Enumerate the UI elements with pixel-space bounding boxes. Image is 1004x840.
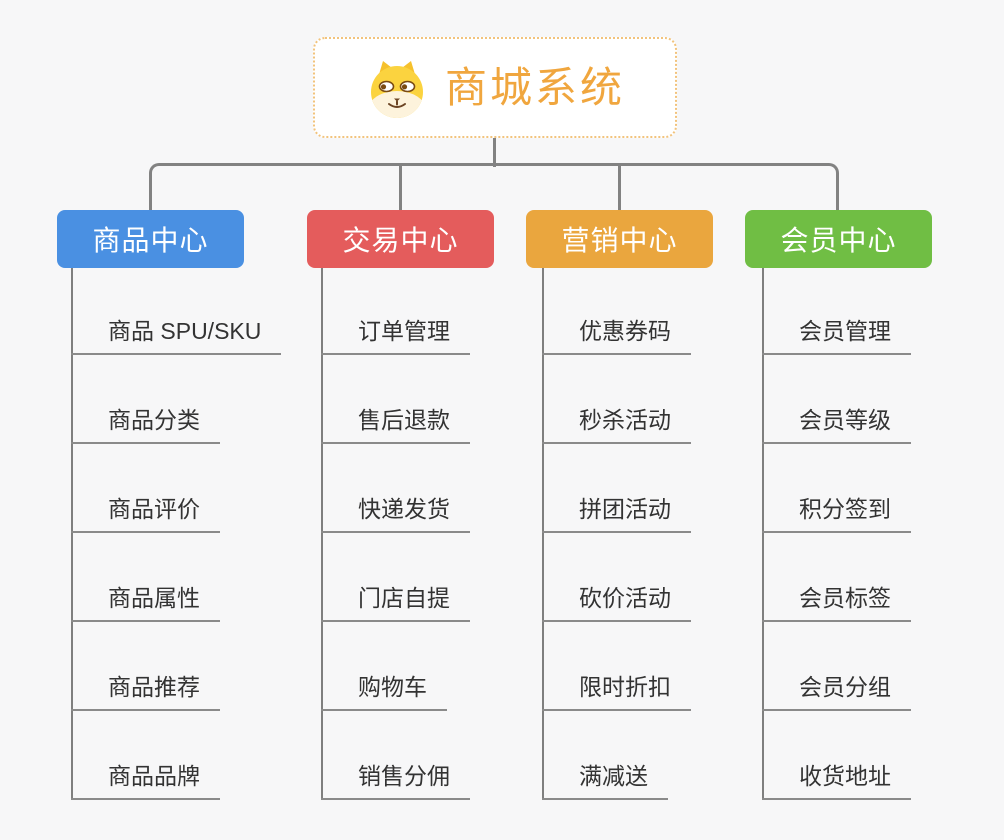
branch-node-trade[interactable]: 交易中心	[307, 210, 494, 268]
trunk-line-trade	[321, 268, 323, 800]
child-node-marketing-group[interactable]: 拼团活动	[542, 493, 691, 533]
trunk-line-marketing	[542, 268, 544, 800]
root-node[interactable]: 商城系统	[313, 37, 677, 138]
dog-face-icon	[365, 56, 429, 120]
connector-bracket	[149, 163, 839, 210]
child-node-marketing-bargain[interactable]: 砍价活动	[542, 582, 691, 622]
connector-drop-marketing	[618, 166, 621, 210]
child-node-trade-cart[interactable]: 购物车	[321, 671, 447, 711]
trunk-line-member	[762, 268, 764, 800]
child-node-marketing-coupon[interactable]: 优惠券码	[542, 315, 691, 355]
root-title: 商城系统	[444, 63, 625, 111]
child-node-product-recommend[interactable]: 商品推荐	[71, 671, 220, 711]
child-node-trade-commission[interactable]: 销售分佣	[321, 760, 470, 800]
child-node-marketing-fullcut[interactable]: 满减送	[542, 760, 668, 800]
child-node-member-tag[interactable]: 会员标签	[762, 582, 911, 622]
child-node-product-category[interactable]: 商品分类	[71, 404, 220, 444]
child-node-member-address[interactable]: 收货地址	[762, 760, 911, 800]
trunk-line-product	[71, 268, 73, 800]
child-node-product-review[interactable]: 商品评价	[71, 493, 220, 533]
child-node-product-spu-sku[interactable]: 商品 SPU/SKU	[71, 315, 282, 355]
child-node-trade-pickup[interactable]: 门店自提	[321, 582, 470, 622]
child-node-trade-refund[interactable]: 售后退款	[321, 404, 470, 444]
child-node-product-attribute[interactable]: 商品属性	[71, 582, 220, 622]
child-node-member-group[interactable]: 会员分组	[762, 671, 911, 711]
child-node-product-brand[interactable]: 商品品牌	[71, 760, 220, 800]
child-node-member-manage[interactable]: 会员管理	[762, 315, 911, 355]
connector-root-stub	[493, 138, 496, 167]
connector-drop-trade	[399, 166, 402, 210]
branch-node-marketing[interactable]: 营销中心	[526, 210, 713, 268]
child-node-marketing-flashsale[interactable]: 秒杀活动	[542, 404, 691, 444]
child-node-trade-shipping[interactable]: 快递发货	[321, 493, 470, 533]
child-node-marketing-discount[interactable]: 限时折扣	[542, 671, 691, 711]
branch-node-product[interactable]: 商品中心	[57, 210, 244, 268]
branch-node-member[interactable]: 会员中心	[745, 210, 932, 268]
child-node-trade-order[interactable]: 订单管理	[321, 315, 470, 355]
child-node-member-points[interactable]: 积分签到	[762, 493, 911, 533]
child-node-member-level[interactable]: 会员等级	[762, 404, 911, 444]
